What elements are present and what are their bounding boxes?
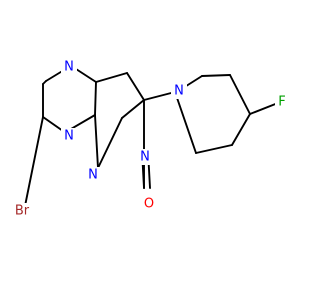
- molecule-svg: N N N N N O Br F: [11, 59, 289, 219]
- bond-8: [95, 72, 128, 83]
- bond-21: [195, 144, 233, 154]
- atom-label-f: F: [278, 95, 285, 110]
- atom-label-bg-n3: [137, 149, 153, 165]
- molecule-structure-canvas: N N N N N O Br F: [11, 59, 289, 219]
- atom-labels-layer: N N N N N O Br F: [11, 59, 289, 219]
- atom-label-bg-n4: [61, 128, 77, 144]
- bond-15: [143, 91, 176, 101]
- bond-20: [231, 113, 251, 146]
- bonds-layer: [24, 66, 284, 207]
- bond-22: [174, 91, 197, 154]
- bond-7: [75, 68, 97, 83]
- atom-label-bg-o1: [141, 196, 157, 212]
- bond-10: [121, 99, 145, 119]
- atom-label-n4: N: [64, 129, 74, 144]
- atom-label-bg-n2: [171, 83, 187, 99]
- atom-label-br: Br: [15, 204, 30, 219]
- bond-12: [94, 114, 99, 169]
- bond-6: [94, 81, 97, 116]
- atom-label-o1: O: [144, 197, 154, 212]
- atom-label-n1: N: [64, 60, 74, 75]
- bond-18: [229, 74, 251, 115]
- bond-9: [126, 72, 145, 101]
- bond-3: [42, 80, 47, 85]
- atom-label-n2: N: [174, 84, 184, 99]
- bond-5: [70, 114, 96, 130]
- bond-11: [97, 117, 123, 169]
- atom-label-bg-n1: [61, 59, 77, 75]
- atom-label-n5: N: [88, 168, 98, 183]
- bond-13: [24, 116, 44, 207]
- bond-4: [42, 116, 64, 132]
- atom-label-bg-f: [275, 94, 289, 110]
- atom-label-n3: N: [140, 150, 150, 165]
- atom-label-bg-n5: [85, 167, 101, 183]
- atom-label-bg-br: [11, 203, 33, 219]
- bond-17: [201, 74, 231, 77]
